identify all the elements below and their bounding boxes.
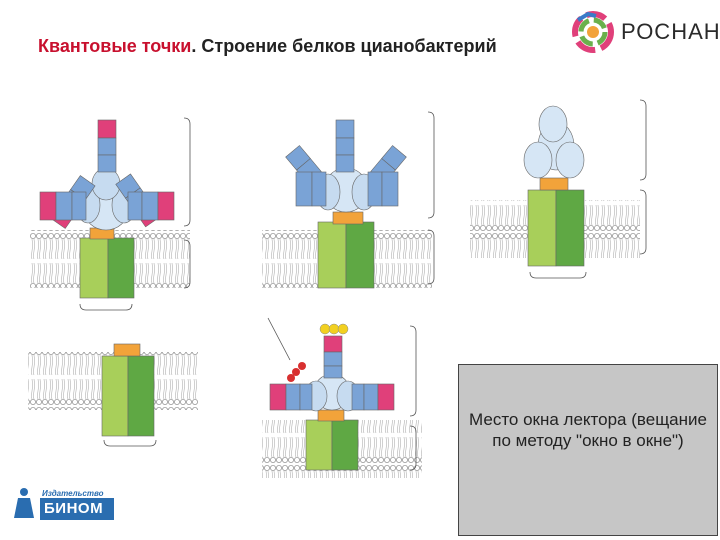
photosystem-left xyxy=(79,237,109,299)
publisher-name: БИНОМ xyxy=(44,500,104,517)
diagram-phycobilisome-2 xyxy=(262,111,435,289)
diagram-photosystem xyxy=(28,343,198,447)
publisher-small-text: Издательство xyxy=(42,489,104,498)
page-title: Квантовые точки. Строение белков цианоба… xyxy=(38,36,497,57)
publisher-box xyxy=(40,498,114,520)
lector-window-text: Место окна лектора (вещание по методу "о… xyxy=(469,410,707,450)
diagram-phycobilisome-1 xyxy=(30,117,191,311)
rosnano-logo-icon xyxy=(572,11,614,53)
binom-logo-icon xyxy=(14,488,34,518)
diagram-phycobilisome-3 xyxy=(470,99,647,279)
title-part-black: . Строение белков цианобактерий xyxy=(191,36,497,56)
title-part-red: Квантовые точки xyxy=(38,36,192,56)
diagram-phycobilisome-ocp xyxy=(262,317,422,478)
logo-text: РОСНАНО xyxy=(621,19,720,44)
lector-window-placeholder: Место окна лектора (вещание по методу "о… xyxy=(458,364,718,536)
photosystem-right xyxy=(107,237,135,299)
